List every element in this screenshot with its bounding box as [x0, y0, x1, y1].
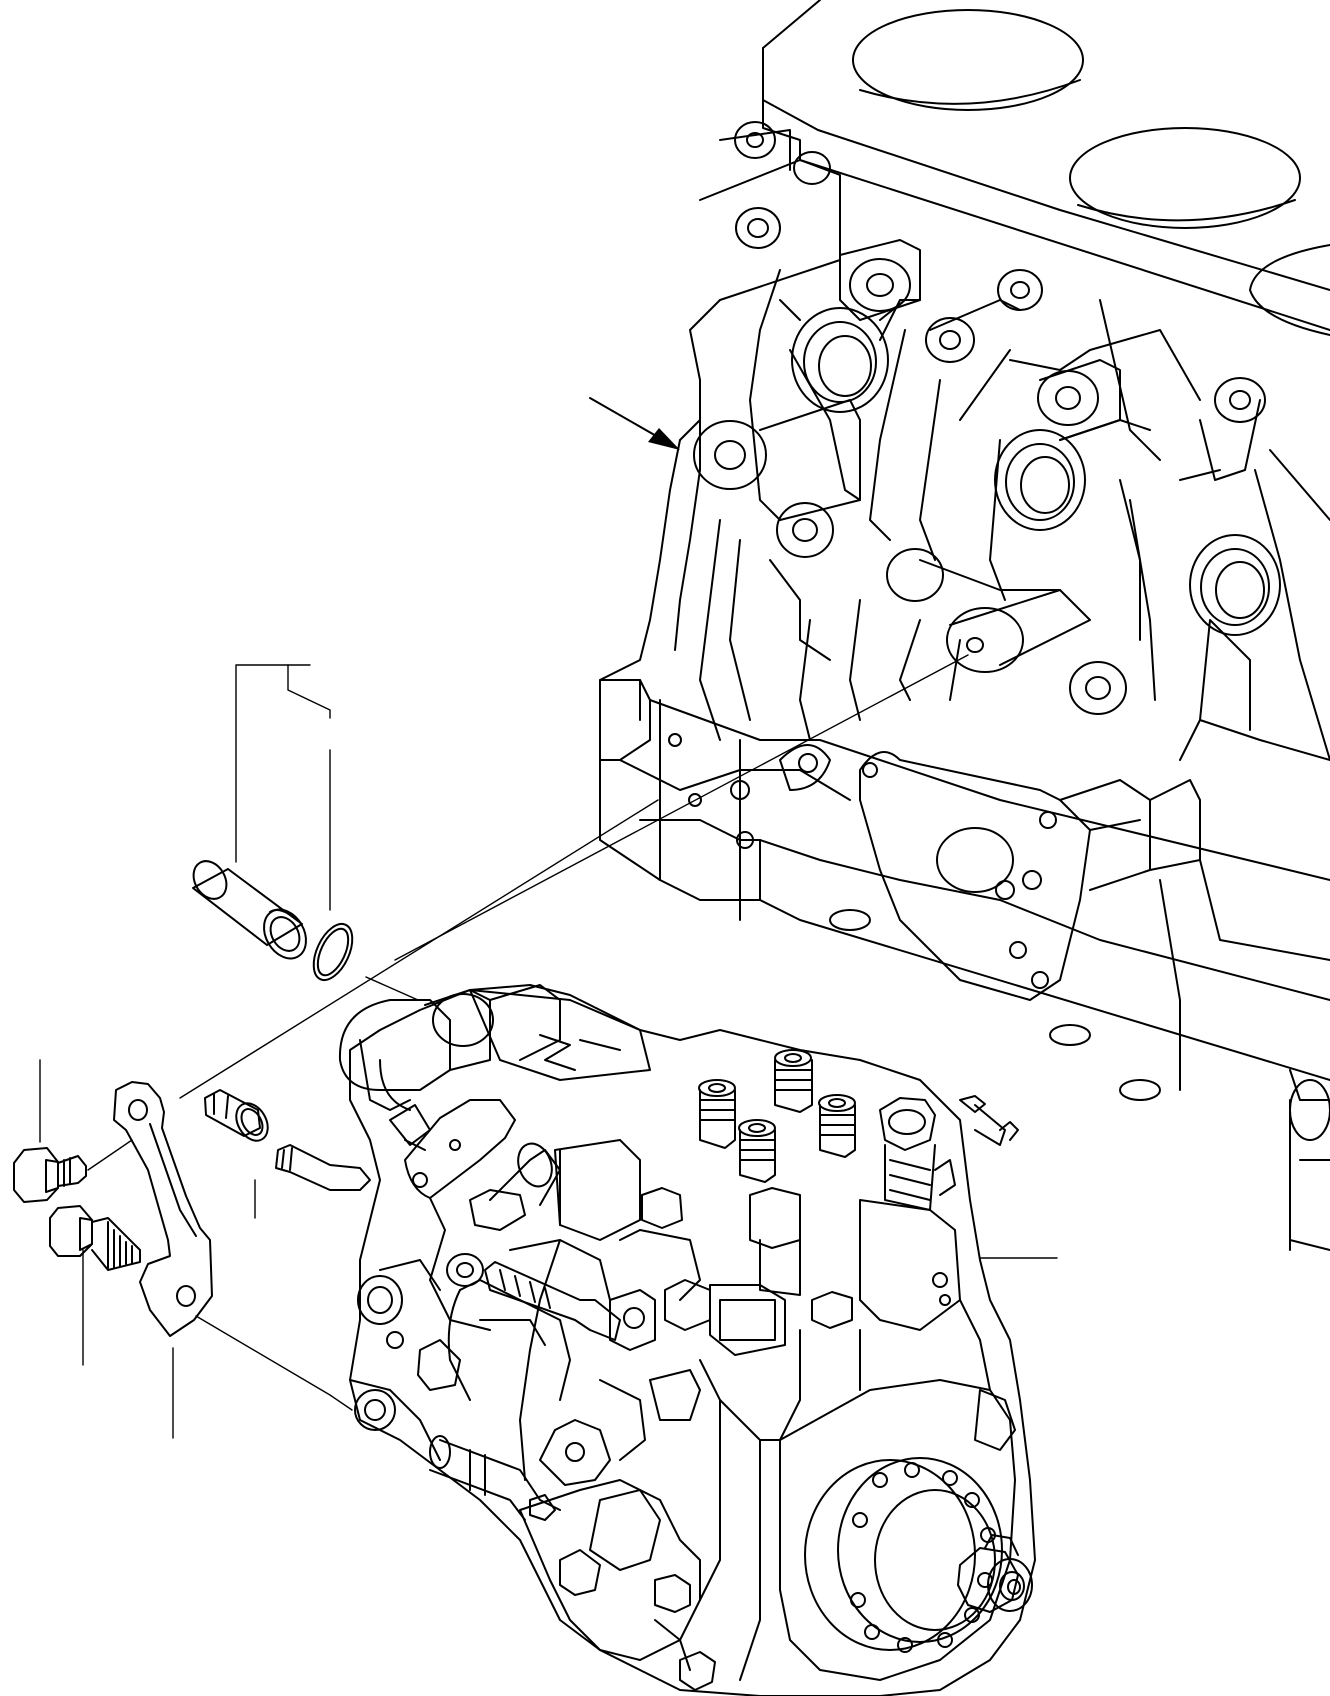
head-bolt-bosses	[700, 122, 1265, 480]
block-ribs	[700, 270, 1330, 760]
pump-mount-flange	[860, 752, 1200, 1000]
engine-block	[600, 0, 1330, 1250]
bolt-icon	[14, 1148, 86, 1202]
bushing-icon	[187, 855, 314, 966]
o-ring-icon	[306, 918, 360, 986]
drive-flange	[780, 1380, 1032, 1680]
injection-pump-icon	[340, 985, 1035, 1696]
bracket-icon	[114, 1082, 212, 1336]
main-bearing-housings	[780, 300, 1280, 635]
bolt-icon	[50, 1206, 140, 1270]
pointer-arrow-icon	[590, 398, 680, 450]
fitting-icon	[205, 1090, 370, 1190]
delivery-valve-holders	[699, 1050, 855, 1182]
